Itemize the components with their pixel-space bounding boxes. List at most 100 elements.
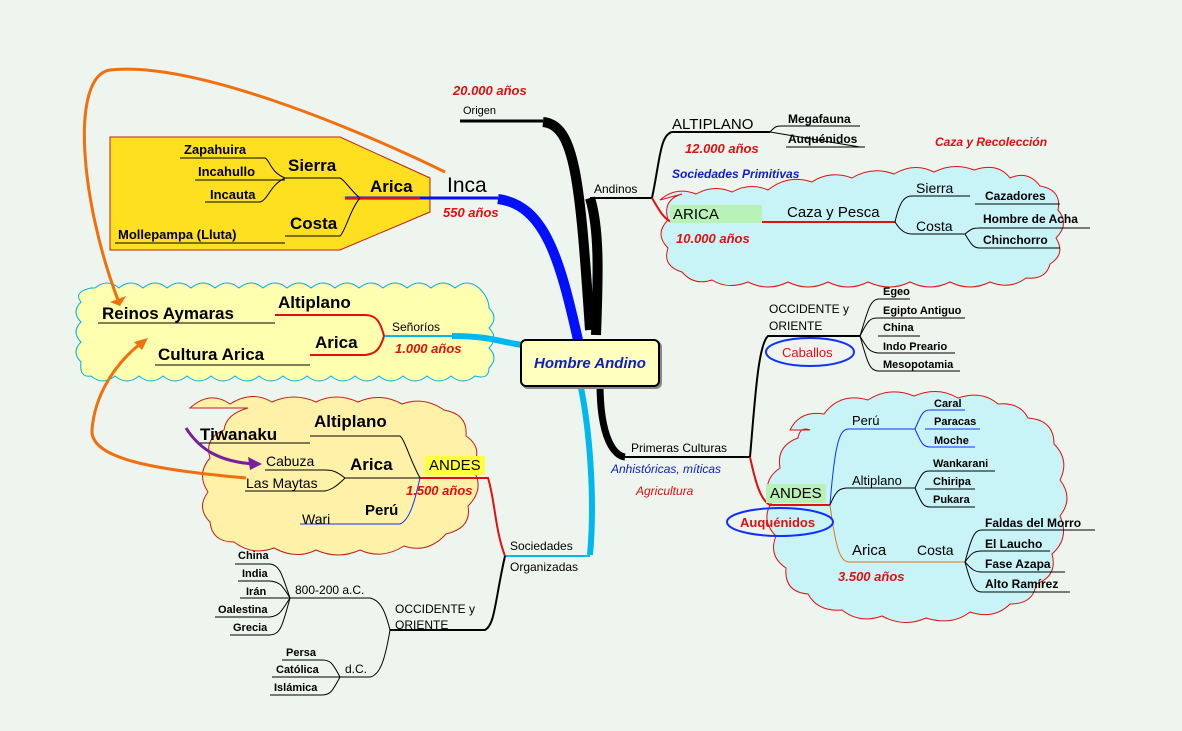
inca-years: 550 años xyxy=(443,205,499,220)
primeras-altiplano[interactable]: Altiplano xyxy=(852,473,902,488)
andinos-sierra-item[interactable]: Cazadores xyxy=(985,189,1046,203)
sociedades-branch xyxy=(577,382,595,556)
sociedades-label-1[interactable]: Sociedades xyxy=(510,539,573,553)
tiwanaku[interactable]: Tiwanaku xyxy=(200,425,278,444)
inca-sierra-item[interactable]: Incauta xyxy=(210,187,256,202)
occ-item[interactable]: Egipto Antiguo xyxy=(883,305,962,317)
sociedades-peru-item[interactable]: Wari xyxy=(302,511,331,527)
sociedades-occidente[interactable]: OCCIDENTE y ORIENTE xyxy=(395,602,476,633)
occ-item[interactable]: Egeo xyxy=(883,286,910,298)
inca-label[interactable]: Inca xyxy=(447,174,487,197)
central-node[interactable]: Hombre Andino xyxy=(520,339,660,387)
caza-pesca[interactable]: Caza y Pesca xyxy=(787,204,880,221)
peru-item[interactable]: Paracas xyxy=(934,416,977,428)
arica-cloud xyxy=(659,166,1064,288)
costa-item[interactable]: Fase Azapa xyxy=(985,557,1051,571)
sociedades-peru[interactable]: Perú xyxy=(365,502,399,519)
primeras-andes[interactable]: ANDES xyxy=(766,484,826,503)
andinos-sierra[interactable]: Sierra xyxy=(916,180,954,196)
ac-item[interactable]: China xyxy=(238,550,269,562)
senorios-arica[interactable]: Arica xyxy=(315,333,358,352)
sociedades-altiplano[interactable]: Altiplano xyxy=(314,412,387,431)
andinos-costa-item[interactable]: Chinchorro xyxy=(983,233,1048,247)
occ-item[interactable]: Indo Preario xyxy=(883,341,948,353)
arica-highlight xyxy=(670,205,762,223)
inca-branch xyxy=(497,194,583,342)
primeras-andes-cloud xyxy=(766,391,1068,623)
altiplano-item[interactable]: Chiripa xyxy=(933,476,971,488)
origen-years: 20.000 años xyxy=(453,83,527,98)
peru-item[interactable]: Caral xyxy=(934,398,962,410)
occ-item[interactable]: Mesopotamia xyxy=(883,359,954,371)
ac-item[interactable]: Grecia xyxy=(233,622,268,634)
andinos-altiplano-item[interactable]: Auquénidos xyxy=(788,132,858,146)
senorios-altiplano[interactable]: Altiplano xyxy=(278,293,351,312)
primeras-arica[interactable]: Arica xyxy=(852,542,887,559)
andinos-arica[interactable]: ARICA xyxy=(673,206,719,223)
senorios-years: 1.000 años xyxy=(395,341,462,356)
ac-item[interactable]: Irán xyxy=(246,586,267,598)
dc-item[interactable]: Islámica xyxy=(274,682,318,694)
sociedades-arica-item[interactable]: Cabuza xyxy=(266,453,315,469)
sociedades-arica-item[interactable]: Las Maytas xyxy=(246,475,318,491)
senorios-cloud xyxy=(75,282,495,382)
andinos-altiplano-item[interactable]: Megafauna xyxy=(788,112,851,126)
senorios-label[interactable]: Señoríos xyxy=(392,320,441,334)
primeras-label[interactable]: Primeras Culturas xyxy=(631,441,728,455)
sociedades-primitivas: Sociedades Primitivas xyxy=(672,167,800,181)
auquenidos[interactable]: Auquénidos xyxy=(740,515,816,530)
andinos-arica-years: 10.000 años xyxy=(676,231,750,246)
caballos-ellipse xyxy=(765,337,855,367)
inca-costa[interactable]: Costa xyxy=(290,214,338,233)
sociedades-years: 1.500 años xyxy=(406,483,473,498)
peru-item[interactable]: Moche xyxy=(934,435,969,447)
andinos-altiplano-years: 12.000 años xyxy=(685,141,759,156)
senorios-branch xyxy=(451,333,523,348)
dc-label[interactable]: d.C. xyxy=(345,662,368,676)
dc-item[interactable]: Católica xyxy=(276,664,319,676)
auquenidos-ellipse xyxy=(726,507,834,537)
andinos-costa[interactable]: Costa xyxy=(916,218,953,234)
ac-item[interactable]: India xyxy=(242,568,268,580)
sociedades-andes[interactable]: ANDES xyxy=(425,456,485,475)
caza-recoleccion: Caza y Recolección xyxy=(935,135,1048,149)
ac-label[interactable]: 800-200 a.C. xyxy=(295,583,365,597)
sociedades-label-2[interactable]: Organizadas xyxy=(510,560,579,574)
primeras-branch xyxy=(596,382,626,461)
costa-item[interactable]: Faldas del Morro xyxy=(985,516,1082,530)
ac-item[interactable]: Oalestina xyxy=(218,604,268,616)
costa-item[interactable]: Alto Ramírez xyxy=(985,577,1059,591)
altiplano-item[interactable]: Pukara xyxy=(933,494,970,506)
inca-sierra-item[interactable]: Incahullo xyxy=(198,164,256,179)
reinos-aymaras[interactable]: Reinos Aymaras xyxy=(102,304,234,323)
andinos-costa-item[interactable]: Hombre de Acha xyxy=(983,212,1078,226)
purple-arrow xyxy=(184,427,256,466)
caballos[interactable]: Caballos xyxy=(782,345,833,360)
costa-item[interactable]: El Laucho xyxy=(985,537,1043,551)
inca-sierra-item[interactable]: Zapahuira xyxy=(184,142,247,157)
andinos-branch xyxy=(585,196,603,336)
primeras-sub: Anhistóricas, míticas xyxy=(611,462,722,476)
dc-item[interactable]: Persa xyxy=(286,647,316,659)
altiplano-item[interactable]: Wankarani xyxy=(933,458,989,470)
orange-arrow-1 xyxy=(82,67,446,301)
primeras-peru[interactable]: Perú xyxy=(852,413,880,428)
sociedades-arica[interactable]: Arica xyxy=(350,455,393,474)
primeras-occidente-1[interactable]: OCCIDENTE y xyxy=(769,302,850,316)
andinos-label[interactable]: Andinos xyxy=(594,182,638,196)
andinos-altiplano[interactable]: ALTIPLANO xyxy=(672,116,754,133)
inca-region xyxy=(109,136,431,251)
inca-costa-item[interactable]: Mollepampa (Lluta) xyxy=(118,227,237,242)
primeras-costa[interactable]: Costa xyxy=(917,542,954,558)
origen-label[interactable]: Origen xyxy=(463,105,497,117)
cultura-arica[interactable]: Cultura Arica xyxy=(158,345,265,364)
orange-arrow-2 xyxy=(90,342,247,480)
agricultura: Agricultura xyxy=(636,484,694,498)
occ-item[interactable]: China xyxy=(883,322,914,334)
inca-sierra[interactable]: Sierra xyxy=(288,156,337,175)
inca-arica[interactable]: Arica xyxy=(370,177,413,196)
primeras-occidente-2[interactable]: ORIENTE xyxy=(769,319,823,333)
origen-branch xyxy=(542,117,595,331)
andes-cloud xyxy=(188,396,479,556)
